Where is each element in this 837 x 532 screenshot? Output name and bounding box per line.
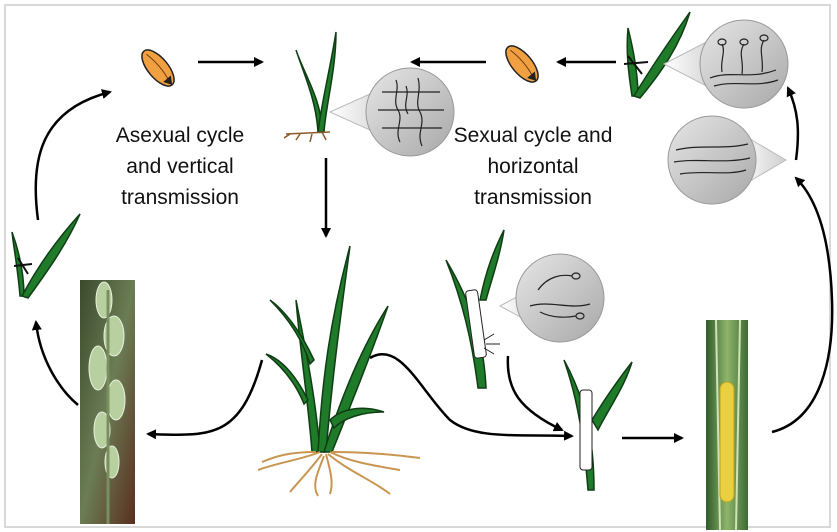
- sexual-line-3: transmission: [440, 182, 626, 213]
- ascospore-bubble-icon: [668, 116, 786, 204]
- left-grass-plant-icon: [12, 214, 80, 298]
- sexual-cycle-label: Sexual cycle and horizontal transmission: [440, 120, 626, 213]
- arrow-stroma-stem-down: [508, 356, 562, 430]
- grass-plant-icon: [258, 246, 420, 496]
- arrow-plant-to-infected-stem: [370, 354, 572, 436]
- stroma-stem-icon: [564, 360, 632, 490]
- arrow-plant-to-flower-photo: [148, 360, 262, 435]
- stroma-photo: [706, 320, 748, 530]
- sexual-line-1: Sexual cycle and: [440, 120, 626, 151]
- arrow-photo-to-left-plant: [36, 322, 78, 405]
- spermatia-bubble-icon: [500, 254, 604, 342]
- seedling-icon: [284, 32, 336, 142]
- arrow-to-top-bubble: [788, 88, 798, 160]
- asexual-line-3: transmission: [96, 182, 264, 213]
- seed-icon-left: [136, 45, 180, 92]
- sexual-line-2: horizontal: [440, 151, 626, 182]
- mycelium-bubble-icon: [330, 68, 454, 156]
- seed-icon-right: [500, 41, 544, 88]
- asexual-cycle-label: Asexual cycle and vertical transmission: [96, 120, 264, 213]
- arrow-stroma-up: [772, 178, 832, 432]
- flowering-head-photo: [80, 280, 135, 524]
- asexual-line-1: Asexual cycle: [96, 120, 264, 151]
- choke-stem-icon: [446, 230, 504, 388]
- top-right-grass-plant-icon: [624, 12, 690, 98]
- asexual-line-2: and vertical: [96, 151, 264, 182]
